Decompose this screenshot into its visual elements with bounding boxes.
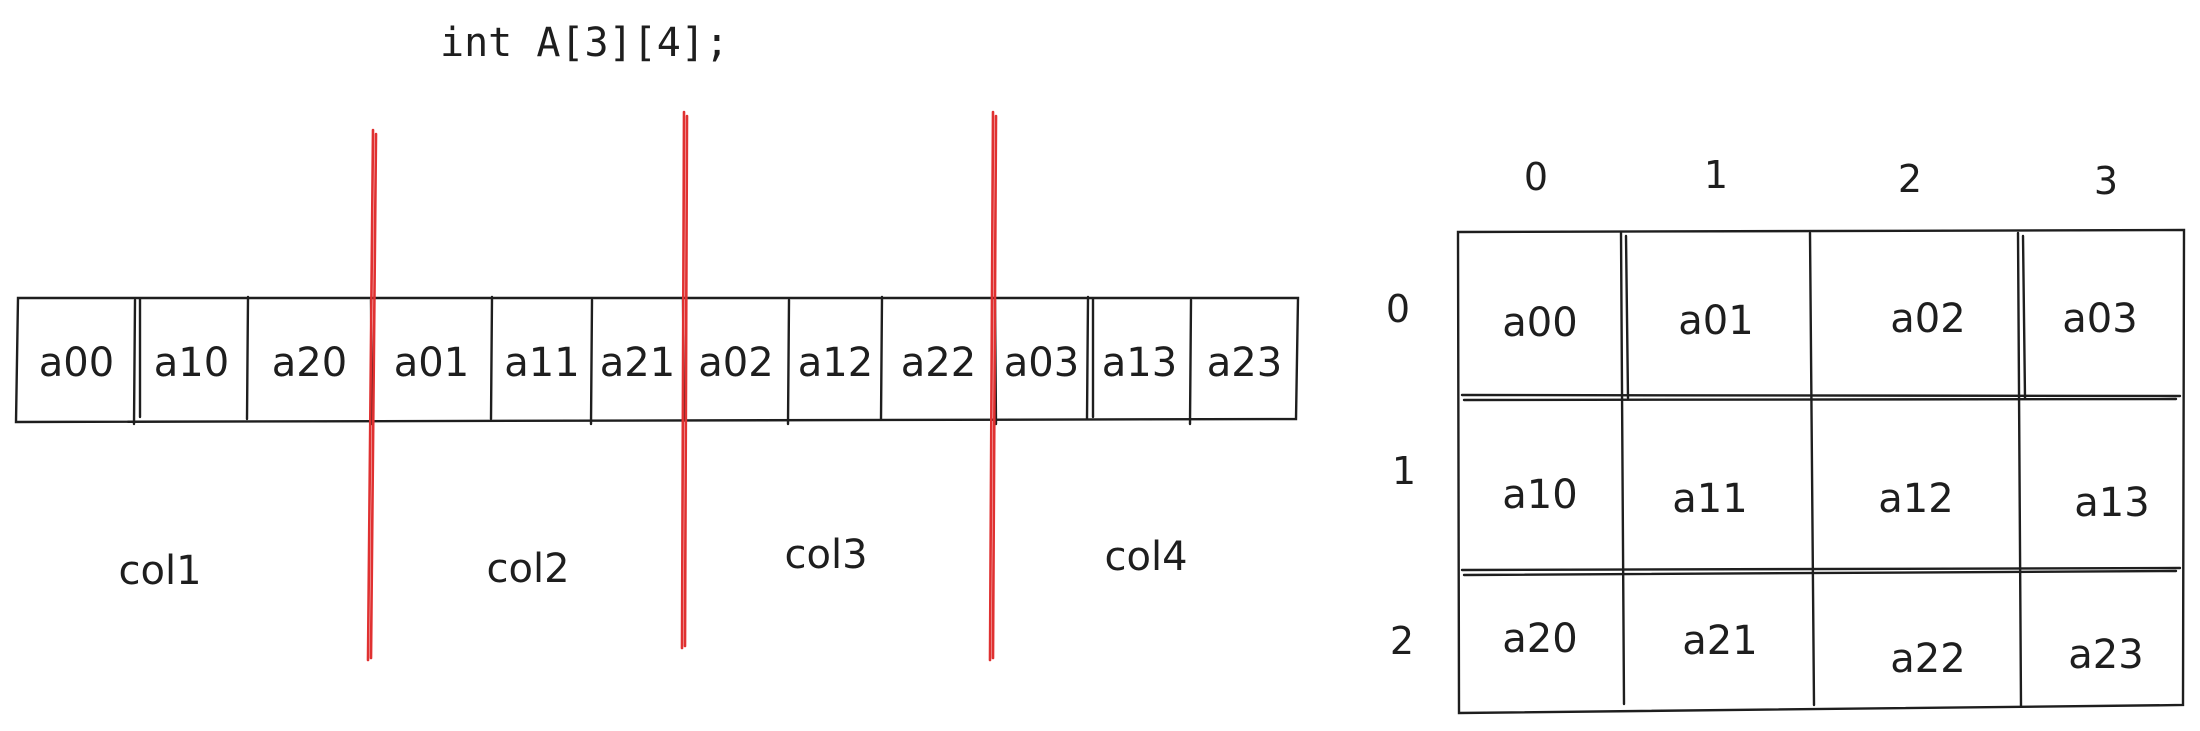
matrix-cell-label: a00 [1502, 300, 1577, 346]
memory-cell-label: a22 [901, 340, 976, 386]
array-declaration: int A[3][4]; [440, 20, 729, 66]
memory-cell-separator [245, 295, 250, 421]
memory-cell-separator [489, 295, 494, 421]
matrix-outline [1456, 228, 2186, 715]
matrix-column-headers: 0 1 2 3 [1524, 153, 2118, 203]
memory-cell-label: a13 [1102, 340, 1177, 386]
matrix-grid-line [1460, 566, 2182, 572]
memory-cell-label: a10 [154, 340, 229, 386]
memory-cell-label: a01 [394, 340, 469, 386]
matrix-cell-label: a23 [2068, 632, 2143, 678]
matrix-grid-line [2016, 231, 2023, 708]
memory-cell-label: a21 [600, 340, 675, 386]
matrix-column-header: 3 [2094, 159, 2118, 203]
memory-cell-label: a02 [698, 340, 773, 386]
matrix-column-header: 0 [1524, 155, 1548, 199]
matrix-grid-line [1808, 231, 1816, 707]
red-column-divider-stroke [369, 132, 378, 660]
matrix-cell-label: a10 [1502, 472, 1577, 518]
matrix-cell-label: a12 [1878, 476, 1953, 522]
matrix-cell-label: a01 [1678, 298, 1753, 344]
memory-cell-separator [132, 298, 137, 426]
matrix-row-header: 0 [1386, 287, 1410, 331]
memory-cell-separator [1085, 295, 1090, 421]
memory-cell-label: a11 [504, 340, 579, 386]
matrix-grid-line [1462, 397, 2178, 402]
memory-cell-label: a00 [39, 340, 114, 386]
matrix-cell-label: a03 [2062, 296, 2137, 342]
memory-cell-label: a20 [272, 340, 347, 386]
red-column-divider [988, 110, 995, 662]
memory-cell-separator [589, 298, 594, 426]
memory-strip-outline [14, 296, 1300, 424]
red-column-divider [366, 128, 375, 662]
column-label: col1 [118, 548, 201, 594]
memory-cell-label: a12 [798, 340, 873, 386]
matrix-column-header: 1 [1704, 153, 1728, 197]
red-column-divider-stroke [991, 114, 998, 660]
matrix-grid-line [1462, 569, 2178, 577]
matrix-row-header: 1 [1392, 449, 1416, 493]
memory-cell-separator [786, 298, 791, 426]
column-label: col4 [1104, 534, 1187, 580]
matrix-row-headers: 0 1 2 [1386, 287, 1416, 663]
column-dividers [366, 110, 998, 662]
column-label: col3 [784, 532, 867, 578]
memory-cell-label: a03 [1004, 340, 1079, 386]
matrix-grid-line [1624, 234, 1630, 400]
column-label: col2 [486, 546, 569, 592]
column-labels: col1 col2 col3 col4 [118, 532, 1187, 594]
red-column-divider [680, 110, 686, 650]
memory-cell-separator [879, 295, 884, 421]
matrix-column-header: 2 [1898, 157, 1922, 201]
matrix-cell-label: a22 [1890, 636, 1965, 682]
red-column-divider-stroke [683, 114, 689, 648]
matrix-grid-line [1619, 231, 1626, 706]
memory-strip: a00 a10 a20 a01 a11 a21 a02 a12 a22 a03 a13 a23 [14, 295, 1300, 426]
matrix-row-header: 2 [1390, 619, 1414, 663]
matrix-grid: a00 a01 a02 a03 a10 a11 a12 a13 a20 a21 a22 a23 [1456, 228, 2186, 715]
matrix-cell-label: a20 [1502, 616, 1577, 662]
memory-cell-label: a23 [1207, 340, 1282, 386]
matrix-grid-line [2021, 234, 2027, 400]
matrix-cell-label: a11 [1672, 476, 1747, 522]
memory-cell-separator [1188, 298, 1193, 426]
matrix-cell-label: a21 [1682, 618, 1757, 664]
matrix-grid-line [1460, 393, 2182, 398]
matrix-cell-label: a13 [2074, 480, 2149, 526]
matrix-cell-label: a02 [1890, 296, 1965, 342]
